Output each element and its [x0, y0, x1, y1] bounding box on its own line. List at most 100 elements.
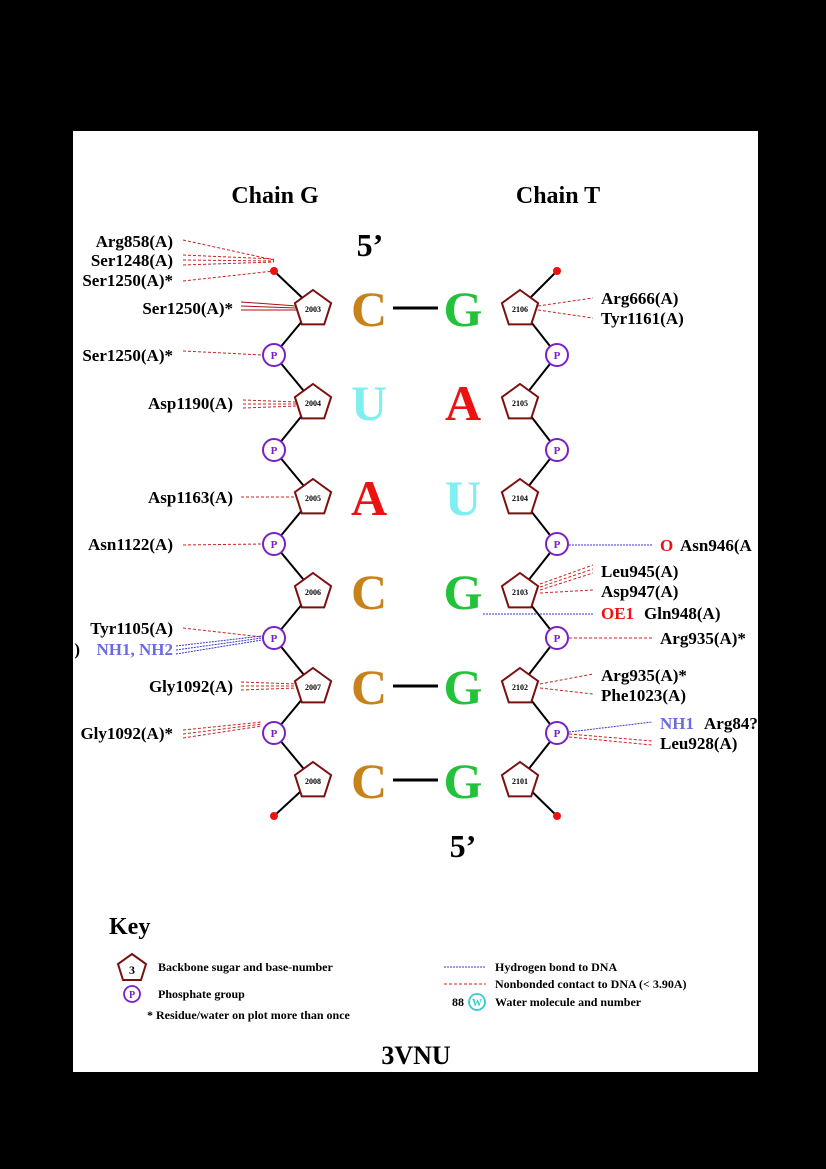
- residue-label: Gly1092(A)*: [80, 724, 173, 743]
- phosphate-circle: [545, 343, 569, 367]
- sugar-key-number: 3: [129, 963, 135, 977]
- backbone-sugar-left: [293, 382, 333, 420]
- phosphate-circle: [262, 343, 286, 367]
- water-key-label: Water molecule and number: [495, 995, 642, 1009]
- hbond-key-label: Hydrogen bond to DNA: [495, 960, 617, 974]
- sugar-number: 2008: [305, 777, 321, 786]
- phosphate-key-letter: P: [129, 990, 135, 1001]
- sugar-number: 2003: [305, 305, 321, 314]
- phosphate-circle: [545, 721, 569, 745]
- residue-label: Gln948(A): [644, 604, 721, 623]
- sugar-number: 2006: [305, 588, 321, 597]
- terminal-atom: [553, 812, 561, 820]
- sugar-number: 2106: [512, 305, 528, 314]
- residue-label: Tyr1161(A): [601, 309, 684, 328]
- phosphate-key-icon: [123, 985, 141, 1003]
- phosphate-circle: [545, 438, 569, 462]
- phosphate-letter: P: [271, 539, 278, 551]
- backbone-sugar-right: [500, 288, 540, 326]
- backbone-sugar-left: [293, 288, 333, 326]
- left-residue-labels: Arg858(A) Ser1248(A) Ser1250(A)* Ser1250…: [74, 232, 233, 743]
- terminal-atom: [270, 267, 278, 275]
- residue-label: Asp947(A): [601, 582, 678, 601]
- phosphate-letter: P: [554, 633, 561, 645]
- dna-contact-diagram: Chain G Chain T 5’ 5’: [74, 183, 758, 1070]
- backbone-sugar-left: [293, 571, 333, 609]
- sugar-number: 2101: [512, 777, 528, 786]
- residue-label: Phe1023(A): [601, 686, 686, 705]
- residue-label: Asp1163(A): [148, 488, 233, 507]
- water-key-icon: [468, 993, 486, 1011]
- contact-lines: [175, 239, 653, 746]
- phosphate-key-label: Phosphate group: [158, 987, 245, 1001]
- phosphate-letter: P: [271, 445, 278, 457]
- chain-t-heading: Chain T: [516, 183, 600, 209]
- residue-label: Leu945(A): [601, 562, 678, 581]
- phosphate-circle: [262, 438, 286, 462]
- phosphate-letter: P: [271, 633, 278, 645]
- backbone: [272, 270, 559, 817]
- phosphate-circle: [262, 626, 286, 650]
- base-letter-left: C: [351, 753, 387, 809]
- diagram-panel: Chain G Chain T 5’ 5’: [73, 131, 758, 1072]
- water-key-number: 88: [452, 995, 464, 1009]
- base-letter-right: A: [445, 375, 481, 431]
- backbone-sugar-right: [500, 760, 540, 798]
- backbone-sugar-left: [293, 477, 333, 515]
- base-letter-right: G: [444, 659, 483, 715]
- backbone-sugar-left: [293, 760, 333, 798]
- residue-label: Arg666(A): [601, 289, 678, 308]
- nonbonded-contact: [537, 297, 653, 746]
- residue-label: Arg935(A)*: [660, 629, 746, 648]
- base-letter-left: C: [351, 659, 387, 715]
- residue-label: Asp1190(A): [148, 394, 233, 413]
- nonbonded-key-label: Nonbonded contact to DNA (< 3.90A): [495, 977, 687, 991]
- backbone-sugar-right: [500, 382, 540, 420]
- phosphate-circle: [545, 626, 569, 650]
- phosphate-letter: P: [554, 445, 561, 457]
- pdb-code: 3VNU: [381, 1041, 451, 1070]
- residue-label: Arg858(A): [96, 232, 173, 251]
- sugar-number: 2005: [305, 494, 321, 503]
- residue-label: Ser1248(A): [91, 251, 173, 270]
- terminal-atoms: [270, 267, 561, 820]
- base-letter-right: G: [444, 564, 483, 620]
- sugar-number: 2007: [305, 683, 321, 692]
- residue-label: Ser1250(A)*: [142, 299, 233, 318]
- residue-label: Leu928(A): [660, 734, 737, 753]
- legend-title: Key: [109, 914, 150, 940]
- terminal-atom: [553, 267, 561, 275]
- base-letter-left: C: [351, 564, 387, 620]
- base-letter-left: C: [351, 281, 387, 337]
- atom-label: NH1, NH2: [97, 640, 174, 659]
- phosphate-circle: [262, 721, 286, 745]
- sugar-number: 2105: [512, 399, 528, 408]
- atom-label: NH1: [660, 714, 694, 733]
- residue-label: Ser1250(A)*: [82, 271, 173, 290]
- water-key-letter: W: [472, 998, 482, 1009]
- legend: Key 3 Backbone sugar and base-number P P…: [109, 914, 687, 1022]
- base-letter-right: U: [445, 470, 481, 526]
- atom-label: O: [660, 536, 673, 555]
- sugar-number: 2103: [512, 588, 528, 597]
- five-prime-top: 5’: [357, 227, 384, 263]
- phosphate-letter: P: [271, 350, 278, 362]
- sugar-number: 2004: [305, 399, 321, 408]
- hydrogen-bond: [175, 635, 263, 655]
- phosphate-letter: P: [554, 350, 561, 362]
- backbone-sugar-left: [293, 666, 333, 704]
- five-prime-bottom: 5’: [450, 828, 477, 864]
- chain-g-heading: Chain G: [231, 183, 319, 209]
- residue-label: Arg935(A)*: [601, 666, 687, 685]
- phosphate-letter: P: [271, 728, 278, 740]
- residue-label: Tyr1105(A): [90, 619, 173, 638]
- nonbonded-contact: [240, 301, 298, 311]
- phosphate-circle: [545, 532, 569, 556]
- residue-label: Asn946(A: [680, 536, 753, 555]
- atom-label: OE1: [601, 604, 634, 623]
- base-letter-right: G: [444, 281, 483, 337]
- phosphate-letter: P: [554, 728, 561, 740]
- right-residue-labels: Arg666(A) Tyr1161(A) O Asn946(A Leu945(A…: [601, 289, 758, 753]
